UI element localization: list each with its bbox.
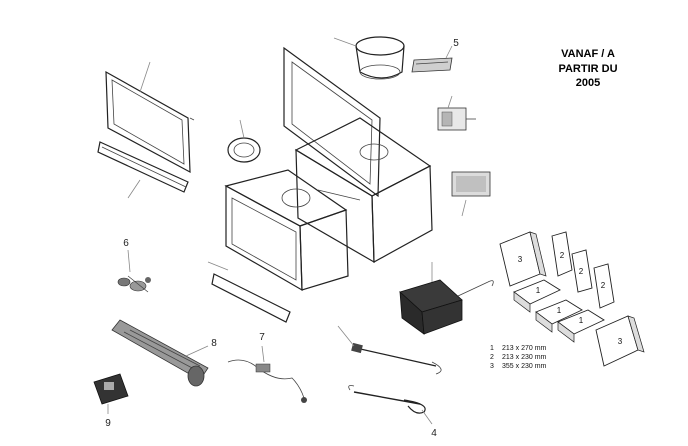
- part-5-plate: 5: [411, 38, 459, 73]
- brick-size-legend: 1 213 x 270 mm 2 213 x 230 mm 3 355 x 23…: [490, 345, 547, 370]
- legend-size-1: 213 x 270 mm: [502, 345, 547, 352]
- bottom-strip-part: [207, 261, 291, 323]
- door-frame-part: [105, 61, 195, 174]
- callout-5: 5: [453, 38, 459, 49]
- firebricks-set: 3 2 2 2 1 1 1: [499, 231, 645, 367]
- callout-7: 7: [259, 332, 265, 343]
- brick-label-1-c: 1: [579, 316, 584, 325]
- callout-4: 4: [431, 428, 437, 439]
- small-ring-part: [227, 119, 261, 163]
- brick-1-a: 1: [513, 279, 561, 313]
- rear-box-part: [294, 117, 433, 264]
- brick-label-3-right: 3: [618, 337, 623, 346]
- brick-1-c: 1: [557, 309, 605, 343]
- title-line-2: PARTIR DU: [558, 63, 617, 75]
- callout-9: 9: [105, 418, 111, 429]
- brick-label-1-b: 1: [557, 306, 562, 315]
- legend-size-2: 213 x 230 mm: [502, 354, 547, 361]
- part-4-hook-tool: 4: [348, 385, 437, 439]
- brick-label-2-a: 2: [560, 251, 565, 260]
- damper-part: [437, 95, 476, 131]
- callout-6: 6: [123, 238, 129, 249]
- title-line-3: 2005: [576, 77, 600, 89]
- brick-label-1-a: 1: [536, 286, 541, 295]
- poker-tool-part: [337, 325, 442, 375]
- brick-3-right: 3: [595, 315, 645, 367]
- brick-2-b: 2: [571, 249, 593, 293]
- brick-label-3-left: 3: [518, 255, 523, 264]
- brick-3-left: 3: [499, 231, 547, 287]
- brick-label-2-c: 2: [601, 281, 606, 290]
- diagram-title: VANAF / A PARTIR DU 2005: [558, 48, 617, 89]
- legend-num-3: 3: [490, 363, 494, 370]
- brick-label-2-b: 2: [579, 267, 584, 276]
- front-firebox-part: [224, 169, 361, 292]
- part-9-switch: 9: [93, 373, 129, 429]
- flue-collar-part: [333, 36, 405, 80]
- callout-8: 8: [211, 338, 217, 349]
- rear-frame-part: [283, 46, 381, 198]
- title-line-1: VANAF / A: [561, 48, 615, 60]
- legend-size-3: 355 x 230 mm: [502, 363, 547, 370]
- brick-2-c: 2: [593, 263, 615, 309]
- part-8-fan: 8: [111, 319, 217, 387]
- ash-pan-part: [399, 262, 494, 335]
- brick-2-a: 2: [551, 231, 573, 277]
- part-7-wire-harness: 7: [227, 332, 307, 403]
- legend-num-2: 2: [490, 354, 494, 361]
- deflector-strip-part: [97, 141, 189, 199]
- brick-1-b: 1: [535, 299, 583, 333]
- part-6-thermostat: 6: [117, 238, 151, 293]
- legend-num-1: 1: [490, 345, 494, 352]
- baffle-plate-part: [451, 171, 491, 217]
